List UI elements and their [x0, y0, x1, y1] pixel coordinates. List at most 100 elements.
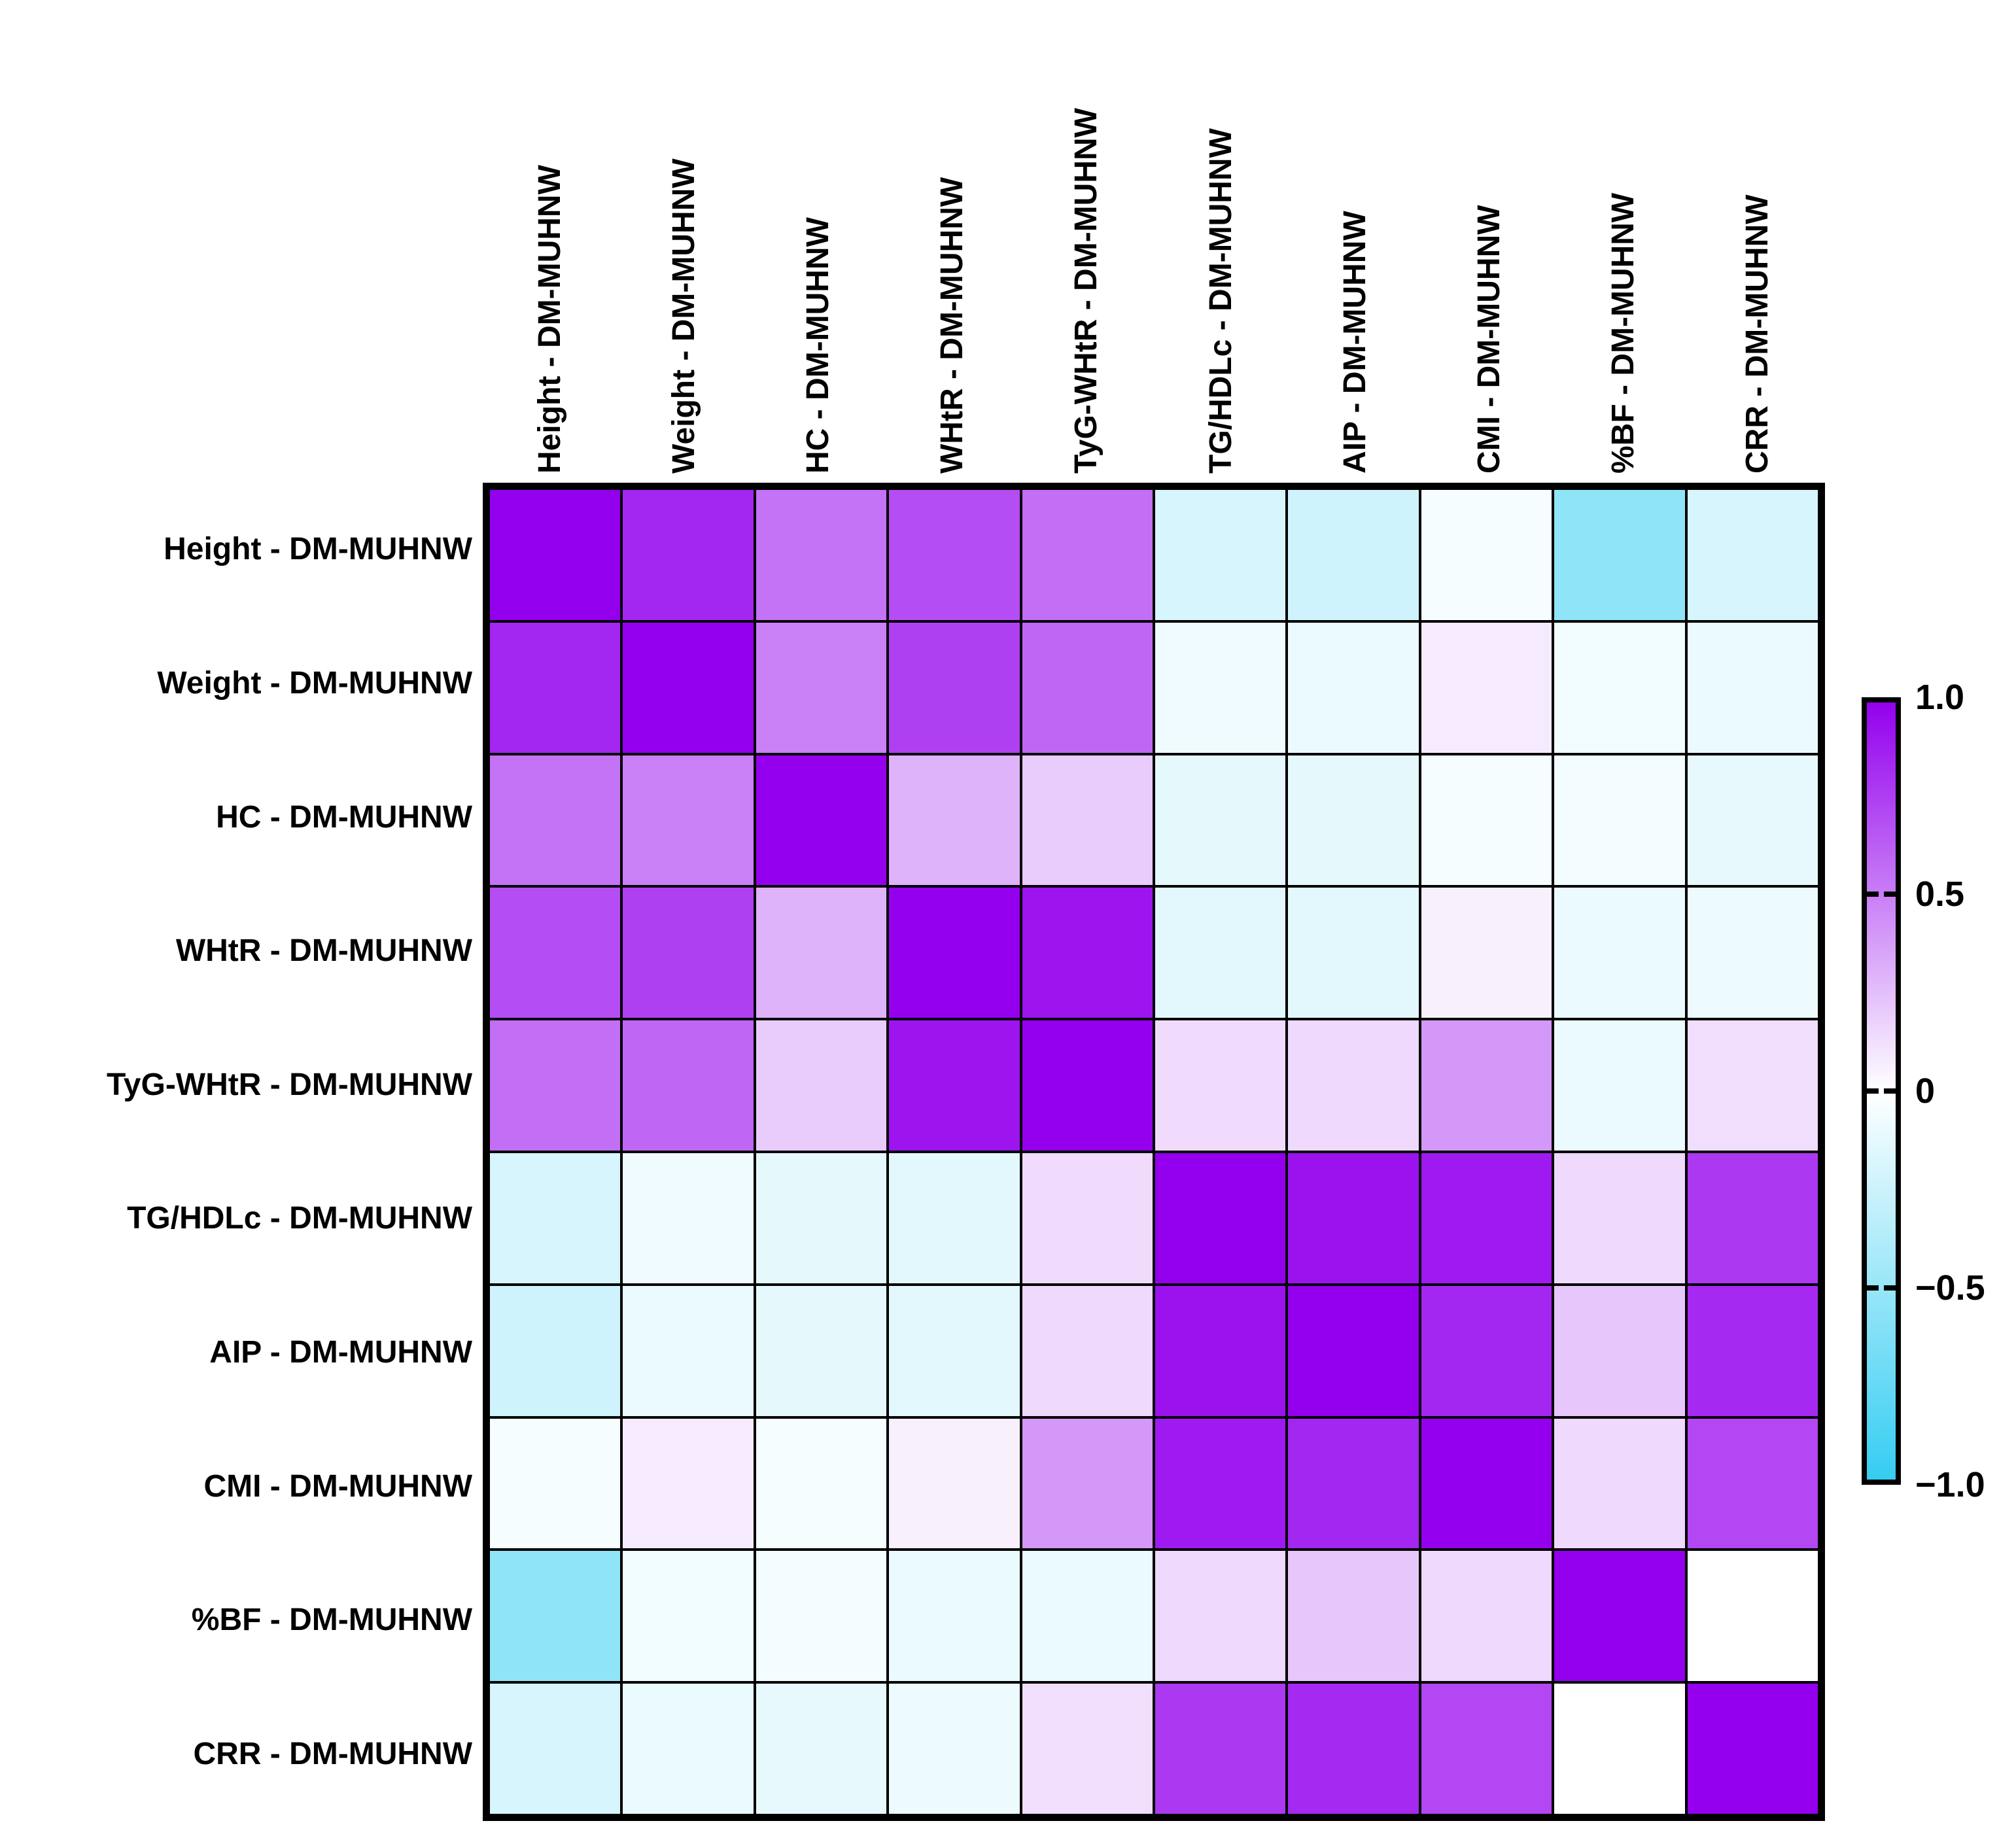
- heatmap-cell-r3-c1: [489, 754, 622, 887]
- heatmap-cell-r3-c4: [888, 754, 1021, 887]
- heatmap-cell-r4-c7: [1287, 886, 1420, 1020]
- heatmap-cell-r5-c7: [1287, 1019, 1420, 1152]
- heatmap-cell-r7-c8: [1419, 1284, 1554, 1417]
- heatmap-cell-r8-c6: [1153, 1417, 1287, 1550]
- heatmap-cell-r1-c6: [1153, 489, 1287, 621]
- colorbar-label-−1.0: −1.0: [1915, 1465, 1985, 1504]
- heatmap-cell-r2-c6: [1153, 621, 1287, 754]
- heatmap-cell-r1-c4: [888, 489, 1021, 621]
- row-label-7: AIP - DM-MUHNW: [209, 1334, 472, 1370]
- heatmap-cell-r10-c3: [754, 1682, 888, 1815]
- heatmap-cell-r10-c9: [1553, 1682, 1686, 1815]
- heatmap-cell-r6-c3: [754, 1152, 888, 1285]
- heatmap-cell-r10-c1: [489, 1682, 622, 1815]
- heatmap-cell-r3-c3: [754, 754, 888, 887]
- heatmap-cell-r10-c6: [1153, 1682, 1287, 1815]
- heatmap-cell-r9-c2: [621, 1550, 755, 1683]
- heatmap-cell-r8-c7: [1287, 1417, 1420, 1550]
- heatmap-cell-r6-c8: [1419, 1152, 1554, 1285]
- heatmap-cell-r7-c9: [1553, 1284, 1686, 1417]
- heatmap-cell-r6-c10: [1686, 1152, 1819, 1285]
- column-label-9: %BF - DM-MUHNW: [1606, 192, 1641, 474]
- heatmap-cell-r2-c8: [1419, 621, 1554, 754]
- column-label-7: AIP - DM-MUHNW: [1337, 211, 1372, 474]
- heatmap-cell-r9-c10: [1686, 1550, 1819, 1683]
- row-label-2: Weight - DM-MUHNW: [157, 665, 472, 701]
- heatmap-cell-r6-c9: [1553, 1152, 1686, 1285]
- heatmap-cell-r6-c2: [621, 1152, 755, 1285]
- heatmap-cell-r2-c1: [489, 621, 622, 754]
- heatmap-cell-r10-c4: [888, 1682, 1021, 1815]
- column-label-1: Height - DM-MUHNW: [532, 165, 567, 474]
- heatmap-cell-r10-c10: [1686, 1682, 1819, 1815]
- heatmap-cell-r6-c7: [1287, 1152, 1420, 1285]
- row-label-3: HC - DM-MUHNW: [216, 799, 472, 835]
- colorbar-tick-right-0: [1884, 1088, 1901, 1094]
- heatmap-cell-r2-c2: [621, 621, 755, 754]
- heatmap-cell-r7-c2: [621, 1284, 755, 1417]
- heatmap-cell-r9-c7: [1287, 1550, 1420, 1683]
- heatmap-cell-r9-c5: [1020, 1550, 1154, 1683]
- colorbar-label-0.5: 0.5: [1915, 875, 1965, 914]
- heatmap-cell-r3-c5: [1020, 754, 1154, 887]
- heatmap-cell-r10-c8: [1419, 1682, 1554, 1815]
- column-label-8: CMI - DM-MUHNW: [1472, 205, 1506, 474]
- row-label-5: TyG-WHtR - DM-MUHNW: [107, 1067, 472, 1102]
- heatmap-cell-r8-c2: [621, 1417, 755, 1550]
- heatmap-cell-r6-c4: [888, 1152, 1021, 1285]
- heatmap-cell-r4-c9: [1553, 886, 1686, 1020]
- heatmap-cell-r2-c3: [754, 621, 888, 754]
- heatmap-cell-r2-c4: [888, 621, 1021, 754]
- heatmap-cell-r3-c9: [1553, 754, 1686, 887]
- heatmap-cell-r7-c5: [1020, 1284, 1154, 1417]
- heatmap-cell-r8-c3: [754, 1417, 888, 1550]
- heatmap-cell-r10-c5: [1020, 1682, 1154, 1815]
- heatmap-cell-r8-c9: [1553, 1417, 1686, 1550]
- row-label-4: WHtR - DM-MUHNW: [175, 933, 472, 969]
- heatmap-cell-r6-c1: [489, 1152, 622, 1285]
- heatmap-cell-r4-c1: [489, 886, 622, 1020]
- column-label-6: TG/HDLc - DM-MUHNW: [1203, 128, 1238, 474]
- colorbar-tick-left-0: [1862, 1088, 1879, 1094]
- heatmap-cell-r2-c9: [1553, 621, 1686, 754]
- heatmap-cell-r1-c1: [489, 489, 622, 621]
- heatmap-cell-r8-c4: [888, 1417, 1021, 1550]
- heatmap-cell-r8-c10: [1686, 1417, 1819, 1550]
- heatmap-cell-r3-c7: [1287, 754, 1420, 887]
- column-label-4: WHtR - DM-MUHNW: [935, 177, 970, 474]
- row-label-6: TG/HDLc - DM-MUHNW: [127, 1201, 472, 1236]
- colorbar-tick-left-0.5: [1862, 892, 1879, 897]
- heatmap-cell-r5-c1: [489, 1019, 622, 1152]
- column-label-5: TyG-WHtR - DM-MUHNW: [1069, 108, 1104, 474]
- heatmap-cell-r4-c3: [754, 886, 888, 1020]
- heatmap-cell-r4-c6: [1153, 886, 1287, 1020]
- heatmap-cell-r2-c5: [1020, 621, 1154, 754]
- row-label-10: CRR - DM-MUHNW: [193, 1736, 472, 1771]
- heatmap-cell-r4-c10: [1686, 886, 1819, 1020]
- heatmap-cell-r7-c7: [1287, 1284, 1420, 1417]
- heatmap-cell-r1-c8: [1419, 489, 1554, 621]
- heatmap-cell-r9-c4: [888, 1550, 1021, 1683]
- heatmap-cell-r2-c7: [1287, 621, 1420, 754]
- heatmap-matrix: [483, 483, 1825, 1821]
- heatmap-cell-r9-c6: [1153, 1550, 1287, 1683]
- heatmap-cell-r1-c9: [1553, 489, 1686, 621]
- column-label-10: CRR - DM-MUHNW: [1740, 194, 1775, 474]
- heatmap-cell-r4-c4: [888, 886, 1021, 1020]
- heatmap-cell-r5-c8: [1419, 1019, 1554, 1152]
- heatmap-cell-r5-c2: [621, 1019, 755, 1152]
- heatmap-cell-r7-c6: [1153, 1284, 1287, 1417]
- column-label-2: Weight - DM-MUHNW: [666, 158, 701, 474]
- heatmap-cell-r5-c9: [1553, 1019, 1686, 1152]
- heatmap-cell-r9-c8: [1419, 1550, 1554, 1683]
- colorbar-label-0: 0: [1915, 1071, 1936, 1111]
- heatmap-cell-r3-c6: [1153, 754, 1287, 887]
- heatmap-cell-r3-c10: [1686, 754, 1819, 887]
- heatmap-cell-r3-c2: [621, 754, 755, 887]
- row-label-1: Height - DM-MUHNW: [164, 532, 472, 567]
- colorbar-tick-right-−0.5: [1884, 1285, 1901, 1291]
- heatmap-cell-r7-c3: [754, 1284, 888, 1417]
- heatmap-cell-r1-c5: [1020, 489, 1154, 621]
- heatmap-cell-r4-c2: [621, 886, 755, 1020]
